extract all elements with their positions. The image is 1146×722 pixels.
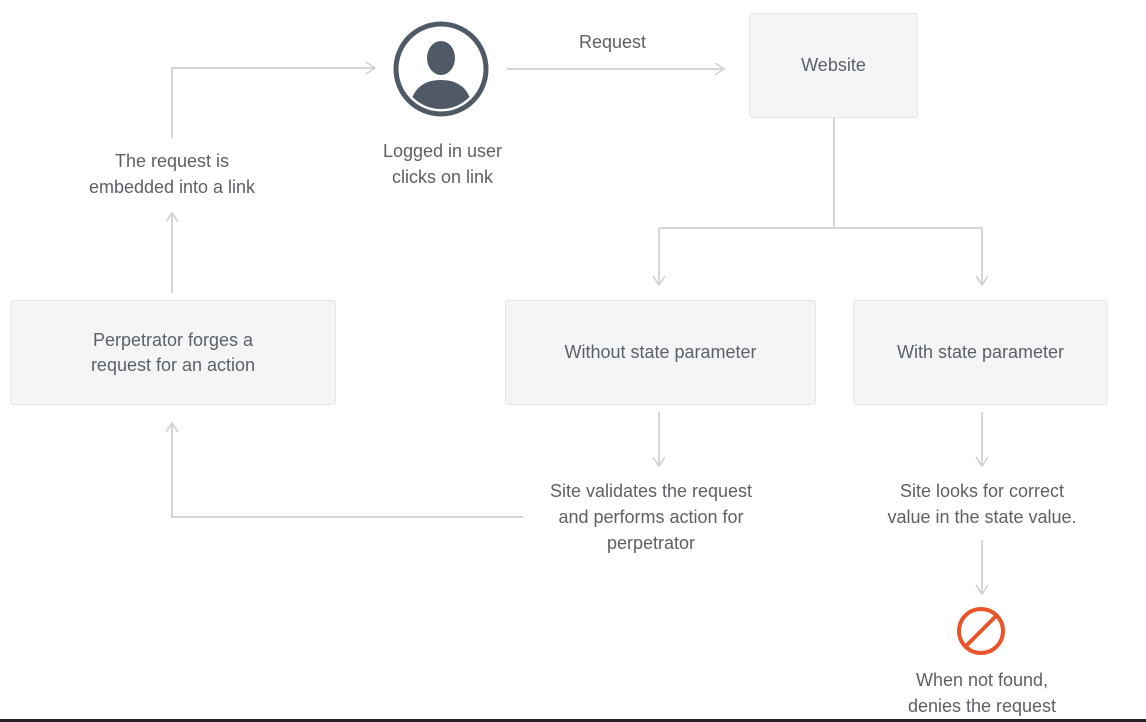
denies-label: When not found, denies the request xyxy=(907,670,1057,716)
website-box: Website xyxy=(749,13,918,118)
user-label: Logged in user clicks on link xyxy=(382,141,503,187)
website-label: Website xyxy=(801,55,866,75)
without-state-label: Without state parameter xyxy=(564,342,757,362)
with-state-label: With state parameter xyxy=(896,342,1065,362)
arrow-embed-to-user xyxy=(171,68,375,138)
perpetrator-label: Perpetrator forges a request for an acti… xyxy=(90,329,256,375)
arrow-validates-to-perpetrator xyxy=(172,423,523,518)
perpetrator-box: Perpetrator forges a request for an acti… xyxy=(10,300,336,405)
user-avatar-icon xyxy=(393,21,489,117)
embedded-label: The request is embedded into a link xyxy=(88,151,256,197)
site-looks-label: Site looks for correct value in the stat… xyxy=(887,481,1077,527)
without-state-box: Without state parameter xyxy=(505,300,816,405)
request-arrow-label: Request xyxy=(578,32,647,52)
with-state-box: With state parameter xyxy=(853,300,1108,405)
bottom-border xyxy=(0,719,1146,722)
site-validates-label: Site validates the request and performs … xyxy=(549,481,753,553)
prohibited-icon xyxy=(957,607,1005,655)
